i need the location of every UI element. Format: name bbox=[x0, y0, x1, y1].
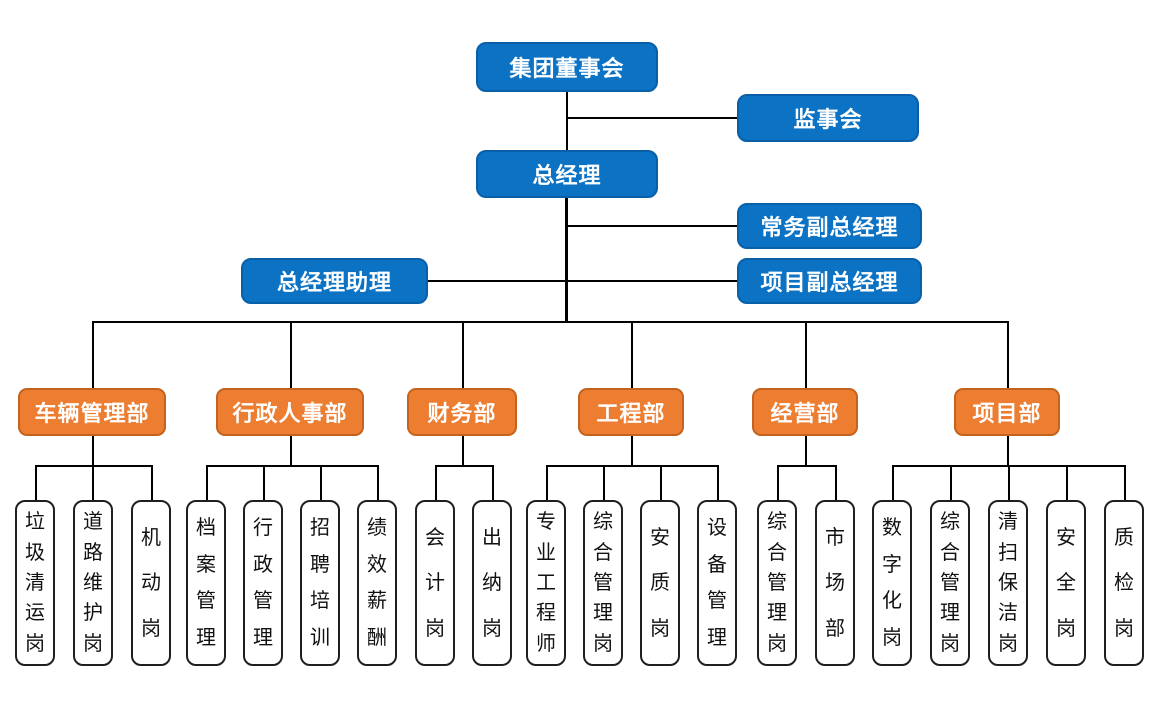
position-node: 绩效薪酬 bbox=[357, 500, 397, 666]
connector-line bbox=[462, 321, 464, 388]
position-node: 招聘培训 bbox=[300, 500, 340, 666]
connector-line bbox=[805, 436, 807, 466]
position-label: 道路维护岗 bbox=[83, 511, 103, 655]
position-node: 清扫保洁岗 bbox=[988, 500, 1028, 666]
position-label: 会计岗 bbox=[425, 526, 445, 640]
connector-line bbox=[567, 117, 737, 119]
connector-line bbox=[92, 465, 94, 500]
connector-line bbox=[151, 465, 153, 500]
connector-line bbox=[1124, 465, 1126, 500]
dept-admin-hr: 行政人事部 bbox=[216, 388, 364, 436]
position-label: 安全岗 bbox=[1056, 526, 1076, 640]
connector-line bbox=[566, 92, 568, 150]
dept-vehicle-management: 车辆管理部 bbox=[18, 388, 166, 436]
connector-line bbox=[35, 465, 152, 467]
node-board-of-directors: 集团董事会 bbox=[476, 42, 658, 92]
position-label: 数字化岗 bbox=[882, 517, 902, 649]
position-node: 行政管理 bbox=[243, 500, 283, 666]
connector-line bbox=[565, 198, 568, 322]
node-gm-assistant: 总经理助理 bbox=[241, 258, 428, 304]
dept-finance: 财务部 bbox=[407, 388, 517, 436]
connector-line bbox=[631, 436, 633, 466]
connector-line bbox=[290, 321, 292, 388]
connector-line bbox=[290, 436, 292, 466]
dept-engineering: 工程部 bbox=[578, 388, 684, 436]
connector-line bbox=[717, 465, 719, 500]
connector-line bbox=[567, 225, 737, 227]
node-executive-deputy-gm: 常务副总经理 bbox=[737, 203, 922, 249]
position-label: 清扫保洁岗 bbox=[998, 511, 1018, 655]
position-node: 专业工程师 bbox=[526, 500, 566, 666]
dept-project: 项目部 bbox=[954, 388, 1060, 436]
position-node: 数字化岗 bbox=[872, 500, 912, 666]
connector-line bbox=[777, 465, 836, 467]
position-label: 安质岗 bbox=[650, 526, 670, 640]
connector-line bbox=[1008, 465, 1010, 500]
position-node: 档案管理 bbox=[186, 500, 226, 666]
connector-line bbox=[206, 465, 208, 500]
connector-line bbox=[546, 465, 718, 467]
position-label: 档案管理 bbox=[196, 517, 216, 649]
connector-line bbox=[92, 321, 94, 388]
connector-line bbox=[546, 465, 548, 500]
position-node: 安全岗 bbox=[1046, 500, 1086, 666]
position-node: 机动岗 bbox=[131, 500, 171, 666]
connector-line bbox=[92, 436, 94, 466]
connector-line bbox=[805, 321, 807, 388]
connector-line bbox=[435, 465, 437, 500]
node-supervisory-board: 监事会 bbox=[737, 94, 919, 142]
position-label: 绩效薪酬 bbox=[367, 517, 387, 649]
connector-line bbox=[435, 465, 493, 467]
node-general-manager: 总经理 bbox=[476, 150, 658, 198]
connector-line bbox=[777, 465, 779, 500]
connector-line bbox=[93, 321, 1008, 323]
connector-line bbox=[1007, 436, 1009, 466]
position-label: 质检岗 bbox=[1114, 526, 1134, 640]
position-node: 安质岗 bbox=[640, 500, 680, 666]
connector-line bbox=[1007, 321, 1009, 388]
position-label: 综合管理岗 bbox=[593, 511, 613, 655]
connector-line bbox=[377, 465, 379, 500]
connector-line bbox=[35, 465, 37, 500]
position-label: 专业工程师 bbox=[536, 511, 556, 655]
position-node: 垃圾清运岗 bbox=[15, 500, 55, 666]
position-label: 出纳岗 bbox=[482, 526, 502, 640]
position-label: 市场部 bbox=[825, 526, 845, 640]
connector-line bbox=[206, 465, 378, 467]
position-label: 垃圾清运岗 bbox=[25, 511, 45, 655]
connector-line bbox=[263, 465, 265, 500]
position-node: 设备管理 bbox=[697, 500, 737, 666]
position-label: 设备管理 bbox=[707, 517, 727, 649]
position-node: 市场部 bbox=[815, 500, 855, 666]
dept-operations: 经营部 bbox=[752, 388, 858, 436]
connector-line bbox=[950, 465, 952, 500]
connector-line bbox=[835, 465, 837, 500]
position-node: 综合管理岗 bbox=[583, 500, 623, 666]
position-label: 综合管理岗 bbox=[940, 511, 960, 655]
connector-line bbox=[1066, 465, 1068, 500]
connector-line bbox=[428, 280, 737, 282]
position-node: 综合管理岗 bbox=[757, 500, 797, 666]
connector-line bbox=[462, 436, 464, 466]
connector-line bbox=[660, 465, 662, 500]
node-project-deputy-gm: 项目副总经理 bbox=[737, 258, 922, 304]
connector-line bbox=[492, 465, 494, 500]
position-node: 道路维护岗 bbox=[73, 500, 113, 666]
connector-line bbox=[320, 465, 322, 500]
position-label: 行政管理 bbox=[253, 517, 273, 649]
position-node: 出纳岗 bbox=[472, 500, 512, 666]
position-label: 综合管理岗 bbox=[767, 511, 787, 655]
connector-line bbox=[631, 321, 633, 388]
position-node: 综合管理岗 bbox=[930, 500, 970, 666]
position-label: 招聘培训 bbox=[310, 517, 330, 649]
connector-line bbox=[603, 465, 605, 500]
connector-line bbox=[892, 465, 894, 500]
position-label: 机动岗 bbox=[141, 526, 161, 640]
position-node: 质检岗 bbox=[1104, 500, 1144, 666]
position-node: 会计岗 bbox=[415, 500, 455, 666]
